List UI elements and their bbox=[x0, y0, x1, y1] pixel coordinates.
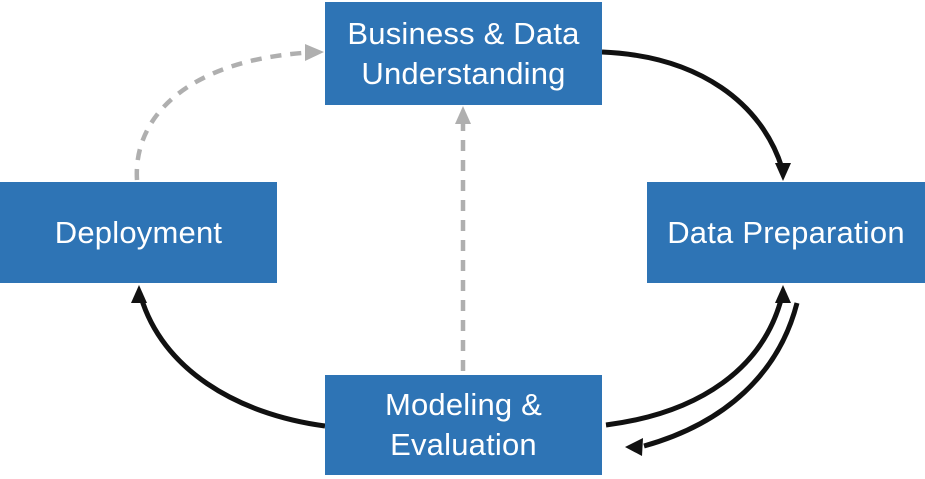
node-label-line: Business & Data bbox=[347, 15, 580, 51]
edge-business-to-dataprep bbox=[601, 49, 785, 169]
edge-dataprep-to-modeling bbox=[643, 302, 800, 449]
node-label-line: Modeling & bbox=[384, 387, 543, 422]
arrowhead-modeling-to-dataprep bbox=[775, 285, 791, 303]
arrowhead-dataprep-to-modeling bbox=[625, 438, 643, 456]
node-business-data-understanding: Business & Data Understanding bbox=[325, 2, 602, 105]
node-deployment: Deployment bbox=[0, 182, 277, 283]
node-label: Deployment bbox=[54, 214, 223, 250]
arrowhead-modeling-to-business bbox=[455, 106, 471, 124]
edge-deployment-to-business bbox=[134, 50, 303, 181]
node-label: Data Preparation bbox=[667, 214, 905, 250]
arrowhead-modeling-to-deployment bbox=[131, 285, 147, 303]
node-label-line: Evaluation bbox=[390, 427, 537, 462]
node-data-preparation: Data Preparation bbox=[647, 182, 925, 283]
edge-modeling-to-deployment bbox=[138, 296, 326, 429]
node-modeling-evaluation: Modeling & Evaluation bbox=[325, 375, 602, 475]
node-label-line: Understanding bbox=[361, 55, 566, 91]
arrowhead-business-to-dataprep bbox=[775, 163, 791, 181]
arrowhead-deployment-to-business bbox=[305, 44, 324, 61]
edge-modeling-to-dataprep bbox=[605, 295, 785, 428]
